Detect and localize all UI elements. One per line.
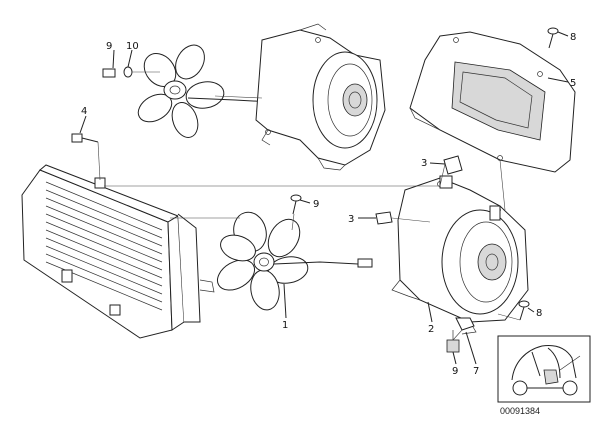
callout-10-top: 10	[126, 41, 139, 52]
lower-shroud	[391, 175, 529, 335]
upper-cover	[409, 31, 576, 173]
upper-fan-assembly	[102, 23, 386, 171]
callout-9-top: 9	[106, 41, 112, 52]
upper-cover-screw	[547, 27, 559, 49]
callout-4: 4	[81, 106, 87, 117]
vehicle-inset: 00091384	[497, 335, 591, 416]
lower-grommet	[446, 330, 460, 353]
callout-8-top: 8	[570, 32, 576, 43]
radiator-bolt	[71, 133, 101, 181]
callout-1: 1	[282, 320, 288, 331]
scooter-thumbnail	[511, 345, 581, 396]
callout-5: 5	[570, 78, 576, 89]
assembly-lines	[104, 95, 521, 341]
lower-connector	[357, 258, 373, 268]
callout-8-bottom: 8	[536, 308, 542, 319]
part-number: 00091384	[500, 406, 540, 416]
upper-clip	[443, 155, 463, 175]
lower-nut	[455, 317, 475, 331]
callout-9-bottom: 9	[452, 366, 458, 377]
lower-shroud-screw	[518, 300, 530, 321]
upper-washer	[123, 66, 133, 78]
upper-fan	[137, 44, 225, 138]
upper-shroud	[255, 23, 386, 171]
lower-fan-cable	[273, 261, 359, 265]
callout-9-mid: 9	[313, 199, 319, 210]
callout-2: 2	[428, 324, 434, 335]
callout-7: 7	[473, 366, 479, 377]
leader-lines	[79, 31, 569, 365]
radiator	[21, 164, 215, 339]
upper-bolt	[102, 68, 116, 78]
mid-clip	[375, 211, 393, 225]
mid-screw	[290, 194, 302, 215]
callout-3-upper: 3	[421, 158, 427, 169]
radiator-lower-tab	[61, 269, 73, 283]
callout-labels: 9 10 4 8 5 3 9 3 1 2 8 9 7	[81, 32, 576, 377]
callout-3-mid: 3	[348, 214, 354, 225]
lower-fan	[217, 211, 309, 311]
